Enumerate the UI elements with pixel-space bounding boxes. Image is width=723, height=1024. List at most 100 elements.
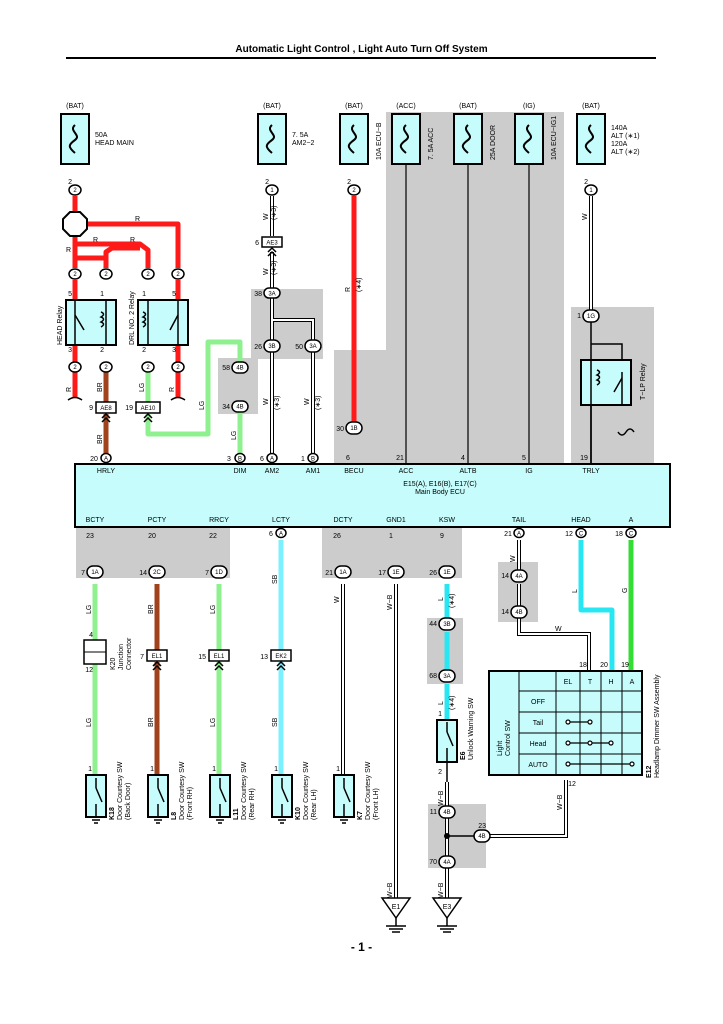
light-green-wires — [92, 339, 243, 775]
dimmer-col-el: EL — [564, 679, 573, 686]
svg-text:L: L — [438, 701, 445, 705]
svg-text:B: B — [311, 457, 315, 463]
fuse-2-source: (BAT) — [263, 103, 281, 110]
fuse-2-name: AM2−2 — [292, 140, 314, 147]
svg-text:9: 9 — [89, 405, 93, 412]
svg-text:W−B: W−B — [438, 790, 445, 806]
fuse-ecu-b — [339, 113, 369, 165]
connector-ae10: AE10 — [141, 406, 156, 412]
svg-text:2: 2 — [73, 365, 77, 371]
svg-text:C: C — [579, 532, 584, 538]
svg-text:R: R — [66, 387, 73, 392]
svg-text:3: 3 — [172, 347, 176, 354]
svg-text:3A: 3A — [309, 344, 316, 350]
svg-text:2: 2 — [352, 188, 356, 194]
ecu-pin-trly: TRLY — [582, 468, 600, 475]
svg-text:1: 1 — [150, 766, 154, 773]
svg-text:W−B: W−B — [387, 882, 394, 898]
svg-text:18: 18 — [615, 531, 623, 538]
fuse-door — [453, 113, 483, 165]
svg-text:2: 2 — [100, 347, 104, 354]
svg-text:1A: 1A — [91, 570, 98, 576]
svg-text:1: 1 — [142, 291, 146, 298]
svg-text:R: R — [169, 387, 176, 392]
ground-e1: E1 — [392, 904, 401, 911]
page-title: Automatic Light Control , Light Auto Tur… — [235, 44, 488, 55]
ecu-pin-lcty: LCTY — [272, 517, 290, 524]
svg-text:4A: 4A — [515, 574, 522, 580]
fuse-6-source: (IG) — [523, 103, 535, 110]
fuse-7-name-2: ALT (∗2) — [611, 149, 640, 156]
ecu-bottom-pins: 23 20 22 6 A 26 1 9 21 A 12 C 18 C — [86, 527, 637, 540]
svg-text:Unlock Warning SW: Unlock Warning SW — [468, 697, 475, 760]
ecu-pin-a: A — [629, 517, 634, 524]
ecu-top-pins: 20 A 3 B 6 A 1 B 6 21 4 5 19 — [90, 452, 588, 464]
ecu-pin-tail: TAIL — [512, 517, 526, 524]
svg-text:L: L — [438, 597, 445, 601]
svg-text:1: 1 — [589, 188, 593, 194]
svg-text:Door Courtesy SW: Door Courtesy SW — [241, 761, 248, 820]
svg-text:W−B: W−B — [387, 594, 394, 610]
svg-text:1: 1 — [438, 711, 442, 718]
svg-text:LG: LG — [210, 605, 217, 614]
switch-e6-code: E6 — [460, 751, 467, 760]
svg-text:2: 2 — [146, 272, 150, 278]
ecu-pin-ksw: KSW — [439, 517, 455, 524]
svg-text:7: 7 — [140, 654, 144, 661]
svg-text:2: 2 — [265, 179, 269, 186]
fuse-alt — [576, 113, 606, 165]
svg-text:W: W — [263, 268, 270, 275]
fuse-2-rating: 7. 5A — [292, 132, 309, 139]
svg-text:1: 1 — [389, 533, 393, 540]
ground-symbols — [380, 897, 463, 933]
svg-text:14: 14 — [501, 609, 509, 616]
svg-text:2: 2 — [73, 272, 77, 278]
ecu-pin-ig: IG — [525, 468, 532, 475]
fuse-5-source: (BAT) — [459, 103, 477, 110]
svg-text:1E: 1E — [443, 570, 450, 576]
svg-text:1E: 1E — [392, 570, 399, 576]
svg-text:1: 1 — [212, 766, 216, 773]
svg-text:14: 14 — [139, 570, 147, 577]
svg-text:2: 2 — [584, 179, 588, 186]
svg-text:2: 2 — [176, 365, 180, 371]
svg-text:W−B: W−B — [557, 794, 564, 810]
svg-text:(∗3): (∗3) — [271, 206, 278, 220]
svg-text:5: 5 — [522, 455, 526, 462]
svg-text:6: 6 — [269, 531, 273, 538]
svg-text:2: 2 — [146, 365, 150, 371]
svg-text:R: R — [345, 287, 352, 292]
ecu-pin-becu: BECU — [344, 468, 363, 475]
svg-text:A: A — [104, 457, 108, 463]
switch-k10-code: K10 — [295, 807, 302, 820]
drl-relay-label: DRL NO. 2 Relay — [129, 291, 136, 345]
svg-text:2: 2 — [347, 179, 351, 186]
svg-text:LG: LG — [199, 401, 206, 410]
connector-el1-a: EL1 — [152, 654, 163, 660]
ecu-pin-altb: ALTB — [460, 468, 477, 475]
svg-text:BR: BR — [148, 717, 155, 727]
svg-text:23: 23 — [478, 823, 486, 830]
fuse-1-source: (BAT) — [66, 103, 84, 110]
fuse-4-source: (ACC) — [396, 103, 415, 110]
svg-text:19: 19 — [580, 455, 588, 462]
svg-text:11: 11 — [430, 809, 437, 816]
svg-text:26: 26 — [254, 344, 262, 351]
svg-text:3B: 3B — [443, 622, 450, 628]
svg-text:(Rear LH): (Rear LH) — [311, 789, 318, 820]
svg-text:3B: 3B — [268, 344, 275, 350]
switch-l11-code: L11 — [233, 808, 240, 820]
svg-text:7: 7 — [81, 570, 85, 577]
dimmer-section: Light — [497, 741, 504, 756]
svg-text:Door Courtesy SW: Door Courtesy SW — [117, 761, 124, 820]
svg-text:R: R — [66, 247, 71, 254]
ecu-pin-acc: ACC — [399, 468, 414, 475]
svg-text:1: 1 — [100, 291, 104, 298]
svg-text:20: 20 — [90, 456, 98, 463]
dimmer-row-off: OFF — [531, 699, 545, 706]
svg-text:34: 34 — [222, 404, 230, 411]
svg-text:50: 50 — [295, 344, 303, 351]
brown-wires — [103, 372, 160, 775]
svg-text:1B: 1B — [350, 426, 357, 432]
